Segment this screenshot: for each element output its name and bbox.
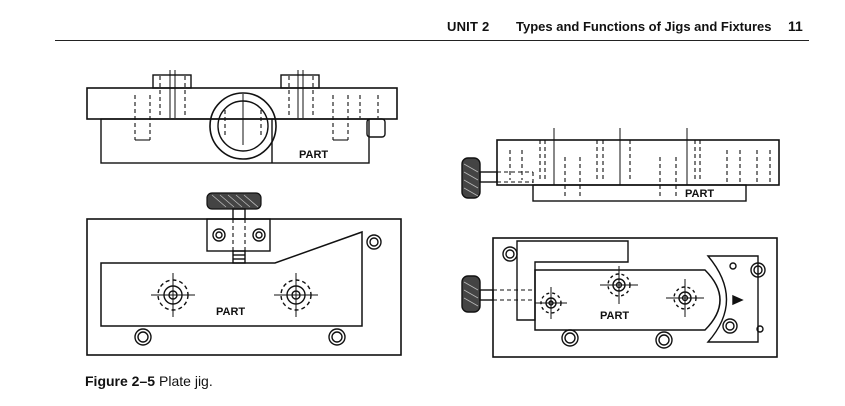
figure-number: Figure 2–5 <box>85 373 156 389</box>
part-label-right-plan: PART <box>600 310 629 322</box>
page-number: 11 <box>788 18 803 34</box>
right-side-view: PART <box>461 128 780 202</box>
part-label-left-plan: PART <box>216 306 245 318</box>
chapter-title: Types and Functions of Jigs and Fixtures <box>516 19 772 34</box>
left-plan-view: PART <box>86 192 402 356</box>
running-head: UNIT 2 Types and Functions of Jigs and F… <box>0 14 808 38</box>
unit-label: UNIT 2 <box>447 19 490 34</box>
part-label-right-side: PART <box>685 188 714 200</box>
figure-caption-text: Plate jig. <box>159 373 213 389</box>
part-label-left-side: PART <box>299 149 328 161</box>
header-rule <box>55 40 809 41</box>
left-side-view: PART <box>86 70 398 164</box>
right-plan-view: PART <box>461 237 778 358</box>
